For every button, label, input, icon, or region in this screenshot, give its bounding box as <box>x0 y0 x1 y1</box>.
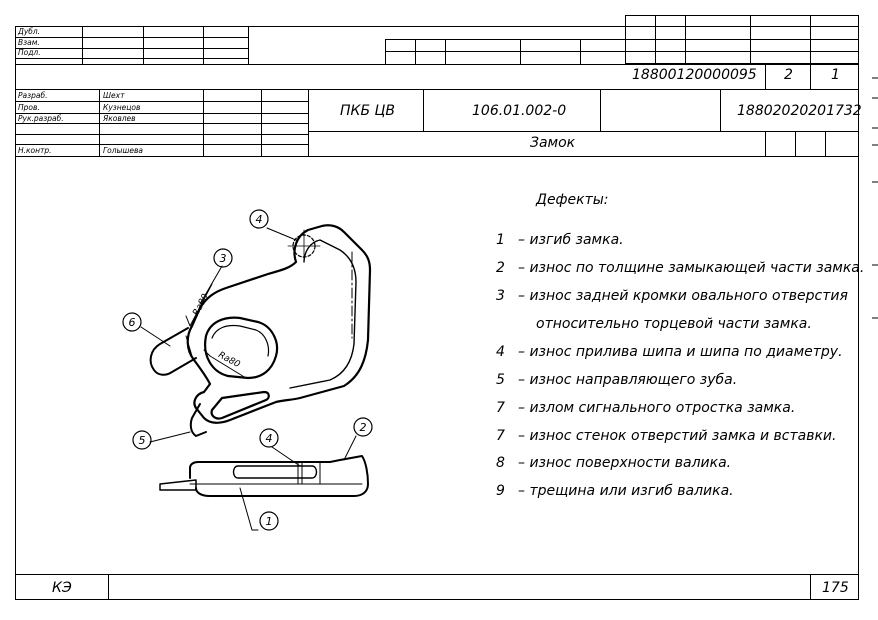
part-code: 106.01.002-0 <box>472 103 567 119</box>
part-code-2: 18802020201732 <box>737 103 862 119</box>
defect-num: 7 <box>496 428 505 444</box>
name-norm-control: Голышева <box>103 146 143 155</box>
part-name: Замок <box>530 135 576 151</box>
defect-num: 3 <box>496 288 505 304</box>
defect-text: – износ направляющего зуба. <box>518 372 738 388</box>
label-vzam: Взам. <box>18 38 40 47</box>
callout-number: 6 <box>129 316 136 329</box>
defect-text: – изгиб замка. <box>518 232 624 248</box>
callout-number: 5 <box>139 434 146 447</box>
label-podl: Подл. <box>18 48 41 57</box>
defect-item: 4 – износ прилива шипа и шипа по диаметру… <box>496 341 843 360</box>
side-view-body <box>189 455 369 497</box>
triangular-window <box>210 390 270 420</box>
role-developer: Разраб. <box>18 91 48 100</box>
doc-number: 18800120000095 <box>632 67 757 83</box>
defect-item: 3 – износ задней кромки овального отверст… <box>496 285 848 304</box>
name-head: Яковлев <box>103 114 136 123</box>
organization: ПКБ ЦВ <box>340 103 395 119</box>
guide-tooth <box>189 403 207 437</box>
name-checker: Кузнецов <box>103 103 141 112</box>
defects-title: Дефекты: <box>536 192 609 208</box>
callout-circle <box>249 209 269 229</box>
role-norm-control: Н.контр. <box>18 146 52 155</box>
defect-item: 1 – изгиб замка. <box>496 229 624 248</box>
defect-item: 2 – износ по толщине замыкающей части зам… <box>496 257 864 276</box>
defect-item: 8 – износ поверхности валика. <box>496 452 731 471</box>
roughness-label: Ra80 <box>191 292 211 317</box>
sheets-total: 1 <box>831 67 840 83</box>
callout-circle <box>122 312 142 332</box>
role-head: Рук.разраб. <box>18 114 64 123</box>
callout-circle <box>259 511 279 531</box>
sheet-number: 2 <box>784 67 793 83</box>
callout-circle <box>259 428 279 448</box>
defect-num: 8 <box>496 455 505 471</box>
lock-inner-contour <box>289 239 357 389</box>
defect-num: 4 <box>496 344 505 360</box>
name-developer: Шехт <box>103 91 125 100</box>
defect-item: 7 – износ стенок отверстий замка и вставк… <box>496 425 836 444</box>
label-dubl: Дубл. <box>18 27 41 36</box>
callout-circle <box>132 430 152 450</box>
defect-text: – излом сигнального отростка замка. <box>518 400 796 416</box>
defect-num: 7 <box>496 400 505 416</box>
callout-circle <box>353 417 373 437</box>
defect-text: – износ стенок отверстий замка и вставки… <box>518 428 837 444</box>
callout-number: 4 <box>256 213 263 226</box>
defect-num: 1 <box>496 232 505 248</box>
defect-text: – износ задней кромки овального отверсти… <box>518 288 848 304</box>
defect-item: 9 – трещина или изгиб валика. <box>496 480 734 499</box>
defect-num: 9 <box>496 483 505 499</box>
defect-item: 5 – износ направляющего зуба. <box>496 369 737 388</box>
defect-num: 5 <box>496 372 505 388</box>
lock-body-outline <box>186 224 372 424</box>
footer-doc-type: КЭ <box>52 580 72 596</box>
lock-lug <box>149 327 197 376</box>
callout-circle <box>213 248 233 268</box>
callout-number: 2 <box>360 421 367 434</box>
defect-text: – износ поверхности валика. <box>518 455 732 471</box>
defect-text: – трещина или изгиб валика. <box>518 483 734 499</box>
defect-item: 7 – излом сигнального отростка замка. <box>496 397 795 416</box>
callout-number: 4 <box>266 432 273 445</box>
defect-text: – износ по толщине замыкающей части замк… <box>518 260 865 276</box>
defect-num: 2 <box>496 260 505 276</box>
defect-text: относительно торцевой части замка. <box>536 316 812 332</box>
role-checker: Пров. <box>18 103 40 112</box>
defect-item-continuation: относительно торцевой части замка. <box>536 313 812 332</box>
oval-hole <box>204 316 279 380</box>
callout-number: 3 <box>220 252 227 265</box>
defect-text: – износ прилива шипа и шипа по диаметру. <box>518 344 843 360</box>
side-view-slot <box>232 465 318 479</box>
callout-number: 1 <box>266 515 273 528</box>
footer-page-number: 175 <box>822 580 849 596</box>
